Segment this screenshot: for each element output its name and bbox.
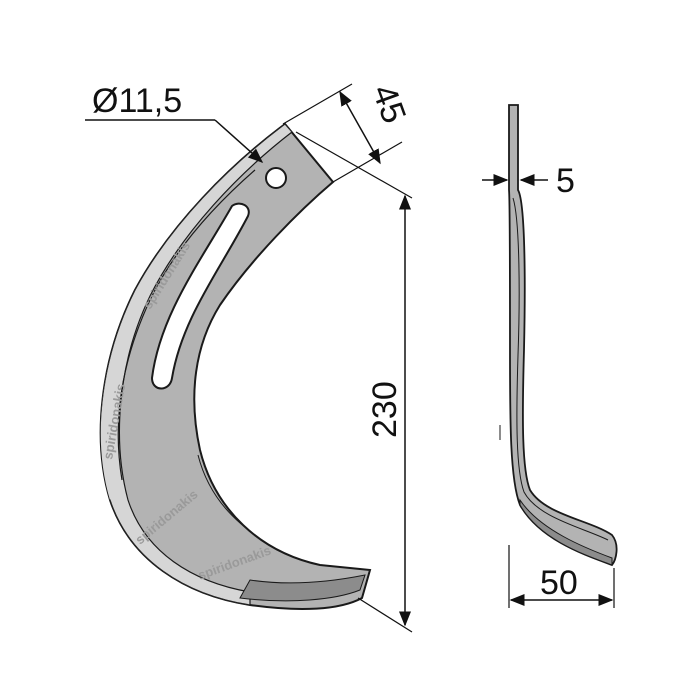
blade-front-view: spiridonakis spiridonakis spiridonakis s… bbox=[99, 122, 372, 611]
thickness-dimension: 5 bbox=[482, 162, 575, 200]
blade-inner-bevel bbox=[117, 169, 256, 481]
bend-offset-label: 50 bbox=[540, 564, 578, 602]
tip-width-label: 45 bbox=[364, 80, 413, 129]
height-dimension: 230 bbox=[295, 131, 413, 633]
blade-side-view bbox=[499, 104, 618, 567]
bolt-hole bbox=[265, 167, 287, 189]
thickness-label: 5 bbox=[556, 162, 575, 200]
side-profile-body bbox=[508, 104, 618, 567]
side-profile-bevel bbox=[512, 197, 609, 541]
height-label: 230 bbox=[366, 381, 404, 438]
blade-tip-bevel bbox=[239, 574, 366, 602]
hole-diameter-dimension: Ø11,5 bbox=[85, 82, 264, 163]
blade-slot bbox=[150, 202, 250, 390]
blade-outer-bevel bbox=[100, 124, 293, 606]
bend-offset-dimension: 50 bbox=[508, 545, 615, 608]
hole-diameter-label: Ø11,5 bbox=[92, 82, 182, 120]
side-profile-shade bbox=[519, 498, 613, 566]
